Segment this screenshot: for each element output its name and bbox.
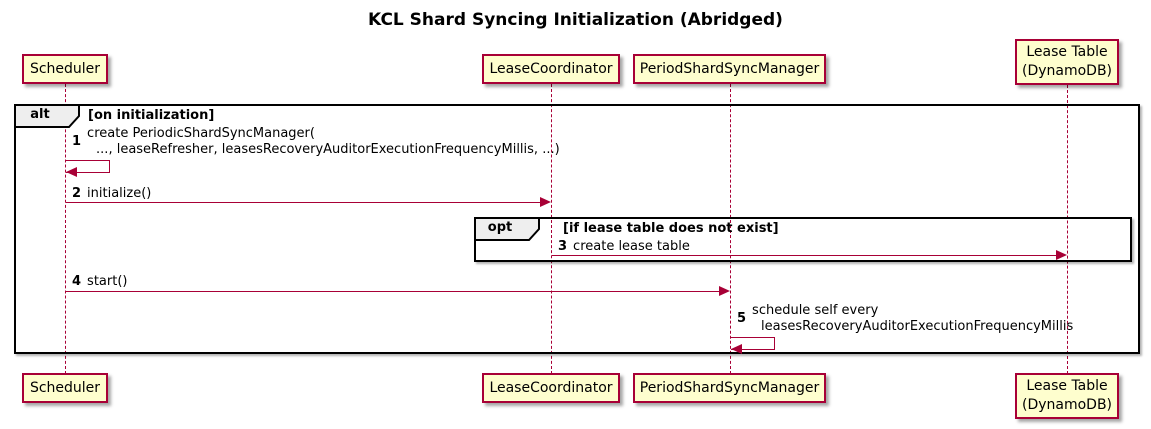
- message-4-text: start(): [87, 274, 128, 289]
- message-2-number: 2: [72, 186, 82, 202]
- participant-lease-coordinator-top: LeaseCoordinator: [482, 54, 620, 84]
- participant-scheduler-bottom: Scheduler: [22, 373, 108, 403]
- lifeline-scheduler: [65, 84, 66, 374]
- lifeline-period-shard-sync-manager: [730, 84, 731, 374]
- pentagon-shape-icon: [14, 104, 80, 128]
- message-5-number: 5: [737, 311, 747, 327]
- message-4-arrowhead-icon: [719, 286, 730, 296]
- message-2-text: initialize(): [87, 186, 152, 201]
- participant-label: LeaseCoordinator: [489, 379, 613, 396]
- participant-period-shard-sync-manager-bottom: PeriodShardSyncManager: [633, 373, 826, 403]
- message-1-number: 1: [72, 134, 82, 150]
- message-5-arrowhead-icon: [731, 344, 742, 354]
- participant-label: Scheduler: [29, 60, 101, 77]
- message-2: 2 initialize(): [72, 186, 151, 202]
- participant-label: Lease Table: [1026, 44, 1108, 61]
- message-1-text-line1: create PeriodicShardSyncManager(: [87, 126, 315, 141]
- participant-label-line2: (DynamoDB): [1021, 63, 1113, 79]
- message-1-text-line2: ..., leaseRefresher, leasesRecoveryAudit…: [96, 141, 560, 157]
- message-3-number: 3: [558, 239, 568, 255]
- participant-lease-table-bottom: Lease Table (DynamoDB): [1015, 373, 1119, 419]
- message-4: 4 start(): [72, 274, 127, 290]
- pentagon-shape-icon: [474, 217, 540, 241]
- participant-label: LeaseCoordinator: [489, 60, 613, 77]
- participant-lease-coordinator-bottom: LeaseCoordinator: [482, 373, 620, 403]
- message-1-arrowhead-icon: [66, 167, 77, 177]
- opt-frame-label: opt: [487, 220, 513, 235]
- message-5-text-line2: leasesRecoveryAuditorExecutionFrequencyM…: [761, 318, 1074, 334]
- message-3-arrow: [552, 255, 1056, 256]
- opt-frame-condition: [if lease table does not exist]: [563, 221, 779, 236]
- participant-label: PeriodShardSyncManager: [639, 379, 820, 396]
- message-4-number: 4: [72, 274, 82, 290]
- diagram-title: KCL Shard Syncing Initialization (Abridg…: [368, 10, 783, 30]
- message-4-arrow: [66, 291, 720, 292]
- alt-frame-label: alt: [30, 107, 50, 122]
- message-3: 3 create lease table: [558, 239, 690, 255]
- lifeline-lease-table: [1067, 85, 1068, 374]
- lifeline-lease-coordinator: [551, 84, 552, 374]
- participant-period-shard-sync-manager-top: PeriodShardSyncManager: [633, 54, 826, 84]
- message-3-text: create lease table: [573, 239, 690, 254]
- alt-frame: [14, 104, 1140, 354]
- participant-label: PeriodShardSyncManager: [639, 60, 820, 77]
- participant-label: Lease Table: [1026, 378, 1108, 395]
- message-2-arrow: [66, 202, 545, 203]
- message-1: 1 create PeriodicShardSyncManager( ..., …: [72, 126, 560, 157]
- message-5-text-line1: schedule self every: [752, 303, 879, 318]
- message-1-self-arrow: [66, 160, 110, 173]
- message-5: 5 schedule self every leasesRecoveryAudi…: [737, 303, 1073, 334]
- participant-label-line2: (DynamoDB): [1021, 397, 1113, 413]
- participant-scheduler-top: Scheduler: [22, 54, 108, 84]
- participant-label: Scheduler: [29, 379, 101, 396]
- alt-frame-condition: [on initialization]: [88, 108, 215, 123]
- message-2-arrowhead-icon: [540, 197, 551, 207]
- alt-frame-label-pentagon: alt: [14, 104, 80, 128]
- participant-lease-table-top: Lease Table (DynamoDB): [1015, 39, 1119, 85]
- opt-frame-label-pentagon: opt: [474, 217, 540, 241]
- message-5-self-arrow: [731, 337, 775, 350]
- message-3-arrowhead-icon: [1056, 250, 1067, 260]
